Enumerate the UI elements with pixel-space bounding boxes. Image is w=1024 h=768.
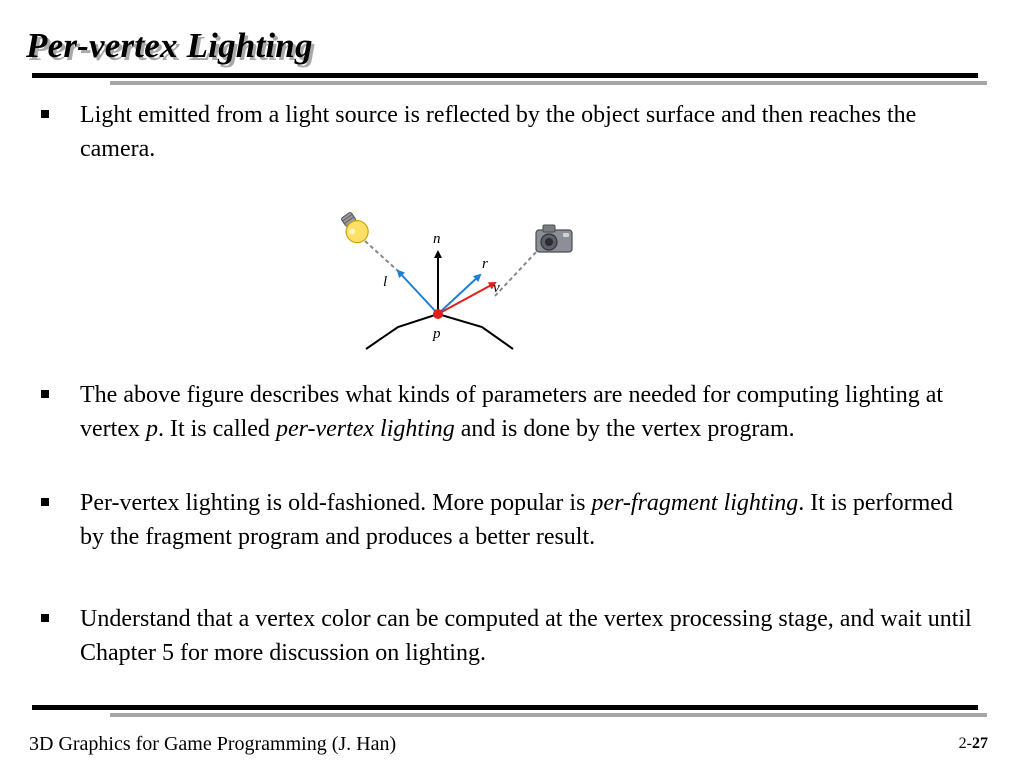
lighting-diagram-svg: n l r v p xyxy=(341,212,573,350)
footer-course: 3D Graphics for Game Programming (J. Han… xyxy=(29,733,397,755)
bullet-item: Understand that a vertex color can be co… xyxy=(41,602,980,670)
text-run: Understand that a vertex color can be co… xyxy=(80,606,972,666)
label-l: l xyxy=(383,274,387,290)
label-p: p xyxy=(432,326,441,342)
footer-rule xyxy=(32,705,978,710)
title-rule-shadow xyxy=(110,81,987,85)
view-vector xyxy=(437,282,497,315)
italic-term: per-fragment lighting xyxy=(591,490,799,516)
footer-page: 27 xyxy=(972,735,988,752)
page-title: Per-vertex Lighting xyxy=(26,26,313,65)
reflection-vector xyxy=(437,273,482,315)
bullet-marker xyxy=(41,390,49,398)
title-rule xyxy=(32,73,978,78)
text-run: The above figure describes what kinds of… xyxy=(80,382,944,442)
bullet-text: Understand that a vertex color can be co… xyxy=(80,606,972,666)
italic-term: per-vertex lighting xyxy=(275,416,455,442)
text-run: Light emitted from a light source is ref… xyxy=(80,102,917,162)
lighting-diagram: n l r v p xyxy=(330,208,580,358)
bullet-text: The above figure describes what kinds of… xyxy=(80,382,943,442)
bullet-marker xyxy=(41,614,49,622)
label-r: r xyxy=(482,256,488,272)
vertex-point xyxy=(433,309,443,319)
footer-rule-shadow xyxy=(110,713,987,717)
footer-chapter: 2- xyxy=(958,735,972,752)
text-run: and is done by the vertex program. xyxy=(454,416,795,442)
text-run: Per-vertex lighting is old-fashioned. Mo… xyxy=(80,490,592,516)
bullet-text: Per-vertex lighting is old-fashioned. Mo… xyxy=(80,490,953,550)
bullet-marker xyxy=(41,498,49,506)
camera-icon xyxy=(535,224,573,253)
light-bulb-icon xyxy=(341,212,369,244)
bullet-marker xyxy=(41,110,49,118)
footer-page-number: 2-27 xyxy=(959,735,988,753)
text-run: . It is called xyxy=(157,416,276,442)
light-vector xyxy=(396,269,439,315)
bullet-item: Per-vertex lighting is old-fashioned. Mo… xyxy=(41,486,980,554)
bullet-item: Light emitted from a light source is ref… xyxy=(41,98,980,166)
bullet-text: Light emitted from a light source is ref… xyxy=(80,102,916,162)
bullet-item: The above figure describes what kinds of… xyxy=(41,378,980,446)
italic-term: p xyxy=(145,416,158,442)
view-path-dashed xyxy=(494,249,539,297)
label-n: n xyxy=(433,231,441,247)
light-path-dashed xyxy=(364,240,399,272)
text-run: . It is performed by the fragment progra… xyxy=(80,490,953,550)
label-v: v xyxy=(493,280,500,296)
